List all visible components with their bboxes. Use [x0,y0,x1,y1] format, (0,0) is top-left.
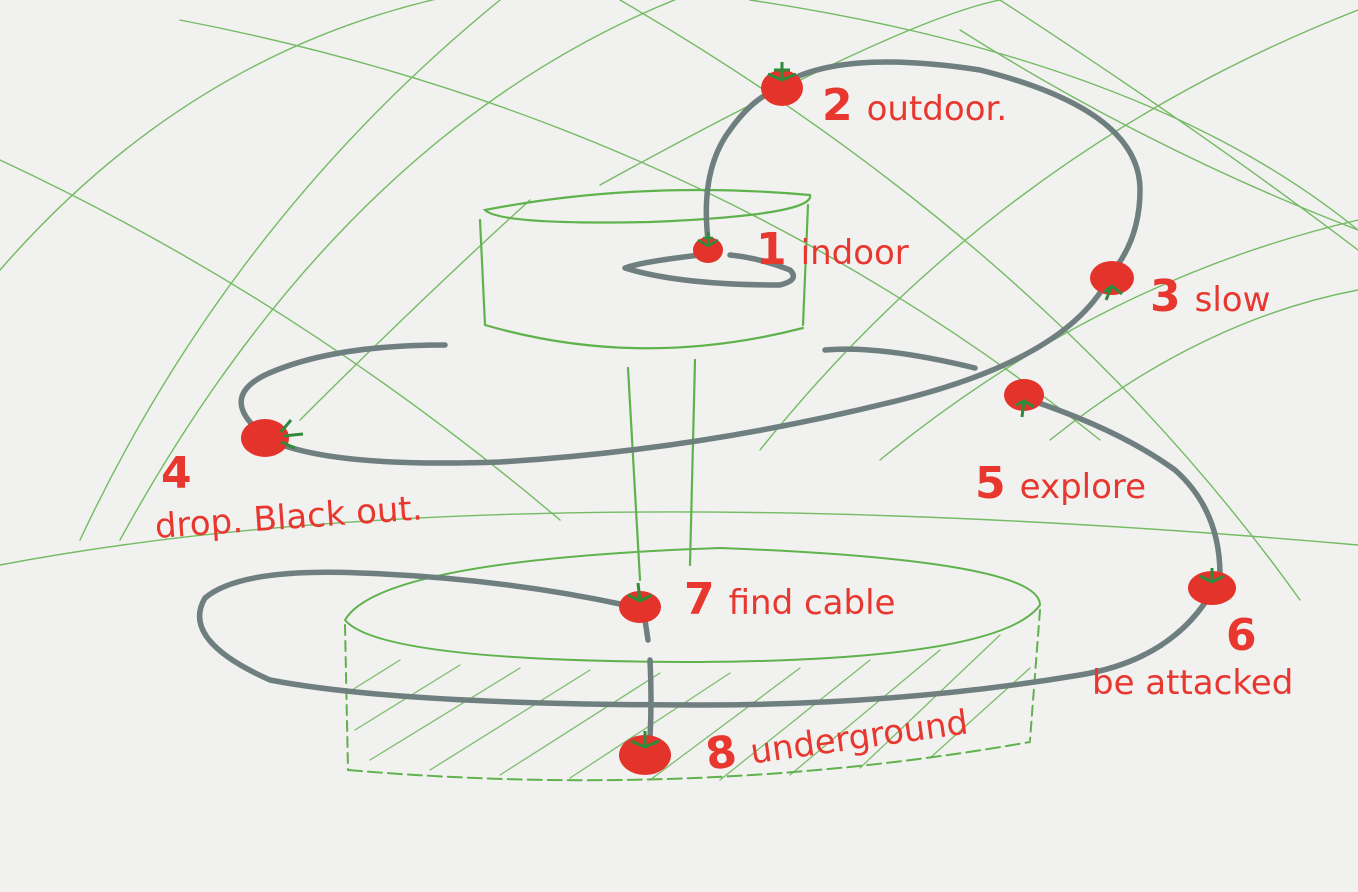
guide-line [749,0,1358,231]
upper-tier-left-side [478,218,487,327]
lower-tier-left-side [344,624,349,771]
stem-right [688,358,697,567]
tomato-marker-5 [1004,379,1044,418]
stop-number-3: 3 [1150,271,1181,322]
lower-tier-right-side [1029,609,1041,741]
path-segment-2-3 [787,59,1143,278]
stop-number-5: 5 [975,458,1006,509]
path-segment-4-back [822,346,978,371]
lower-tier-bottom [347,741,1031,782]
spiral-path [196,59,1223,741]
upper-tier-right-side [801,203,810,327]
upper-tier-bottom [483,323,805,350]
lower-tier-top-rim [343,546,1042,664]
upper-tier [478,188,812,582]
guide-line [0,511,1358,566]
tomato-marker-2 [761,62,803,106]
guide-line [879,219,1358,461]
guide-line [0,0,436,271]
guide-line [0,159,561,521]
stop-number-4: 4 [161,448,192,499]
stop-number-1: 1 [756,224,787,275]
path-segment-7-8 [642,617,654,741]
guide-line [619,0,1301,601]
tomato-marker-1 [693,232,723,263]
guide-line [599,0,1001,186]
tomato-marker-4 [241,419,304,457]
stop-number-2: 2 [822,80,853,131]
inner-loop [622,252,797,288]
stop-text-3: slow [1194,280,1271,320]
guide-lines [0,0,1358,601]
stop-number-7: 7 [684,574,715,625]
tomato-markers [241,62,1236,775]
guide-line [999,0,1358,251]
guide-line [299,199,531,421]
path-segment-6-7 [196,569,1213,708]
stop-text-7: find cable [728,583,896,623]
tomato-marker-3 [1090,261,1134,301]
tomato-marker-8 [619,731,671,775]
guide-line [179,19,1101,441]
path-segment-3-4 [238,282,1108,466]
upper-tier-top-rim [482,188,812,224]
path-segment-5-6 [1027,397,1223,578]
guide-line [79,0,501,541]
stop-text-1: indoor [800,233,909,273]
guide-line [959,29,1358,231]
tomato-marker-7 [619,582,661,623]
guide-line [759,9,1358,451]
stop-number-8: 8 [702,725,740,781]
stop-text-6: be attacked [1092,663,1294,703]
tomato-marker-6 [1188,568,1236,605]
stem-left [626,366,642,582]
stop-text-4: drop. Black out. [153,488,424,547]
stop-text-5: explore [1019,467,1147,507]
stop-text-2: outdoor. [866,89,1008,129]
guide-line [1049,289,1358,441]
stop-number-6: 6 [1226,610,1257,661]
guide-line [119,0,677,541]
